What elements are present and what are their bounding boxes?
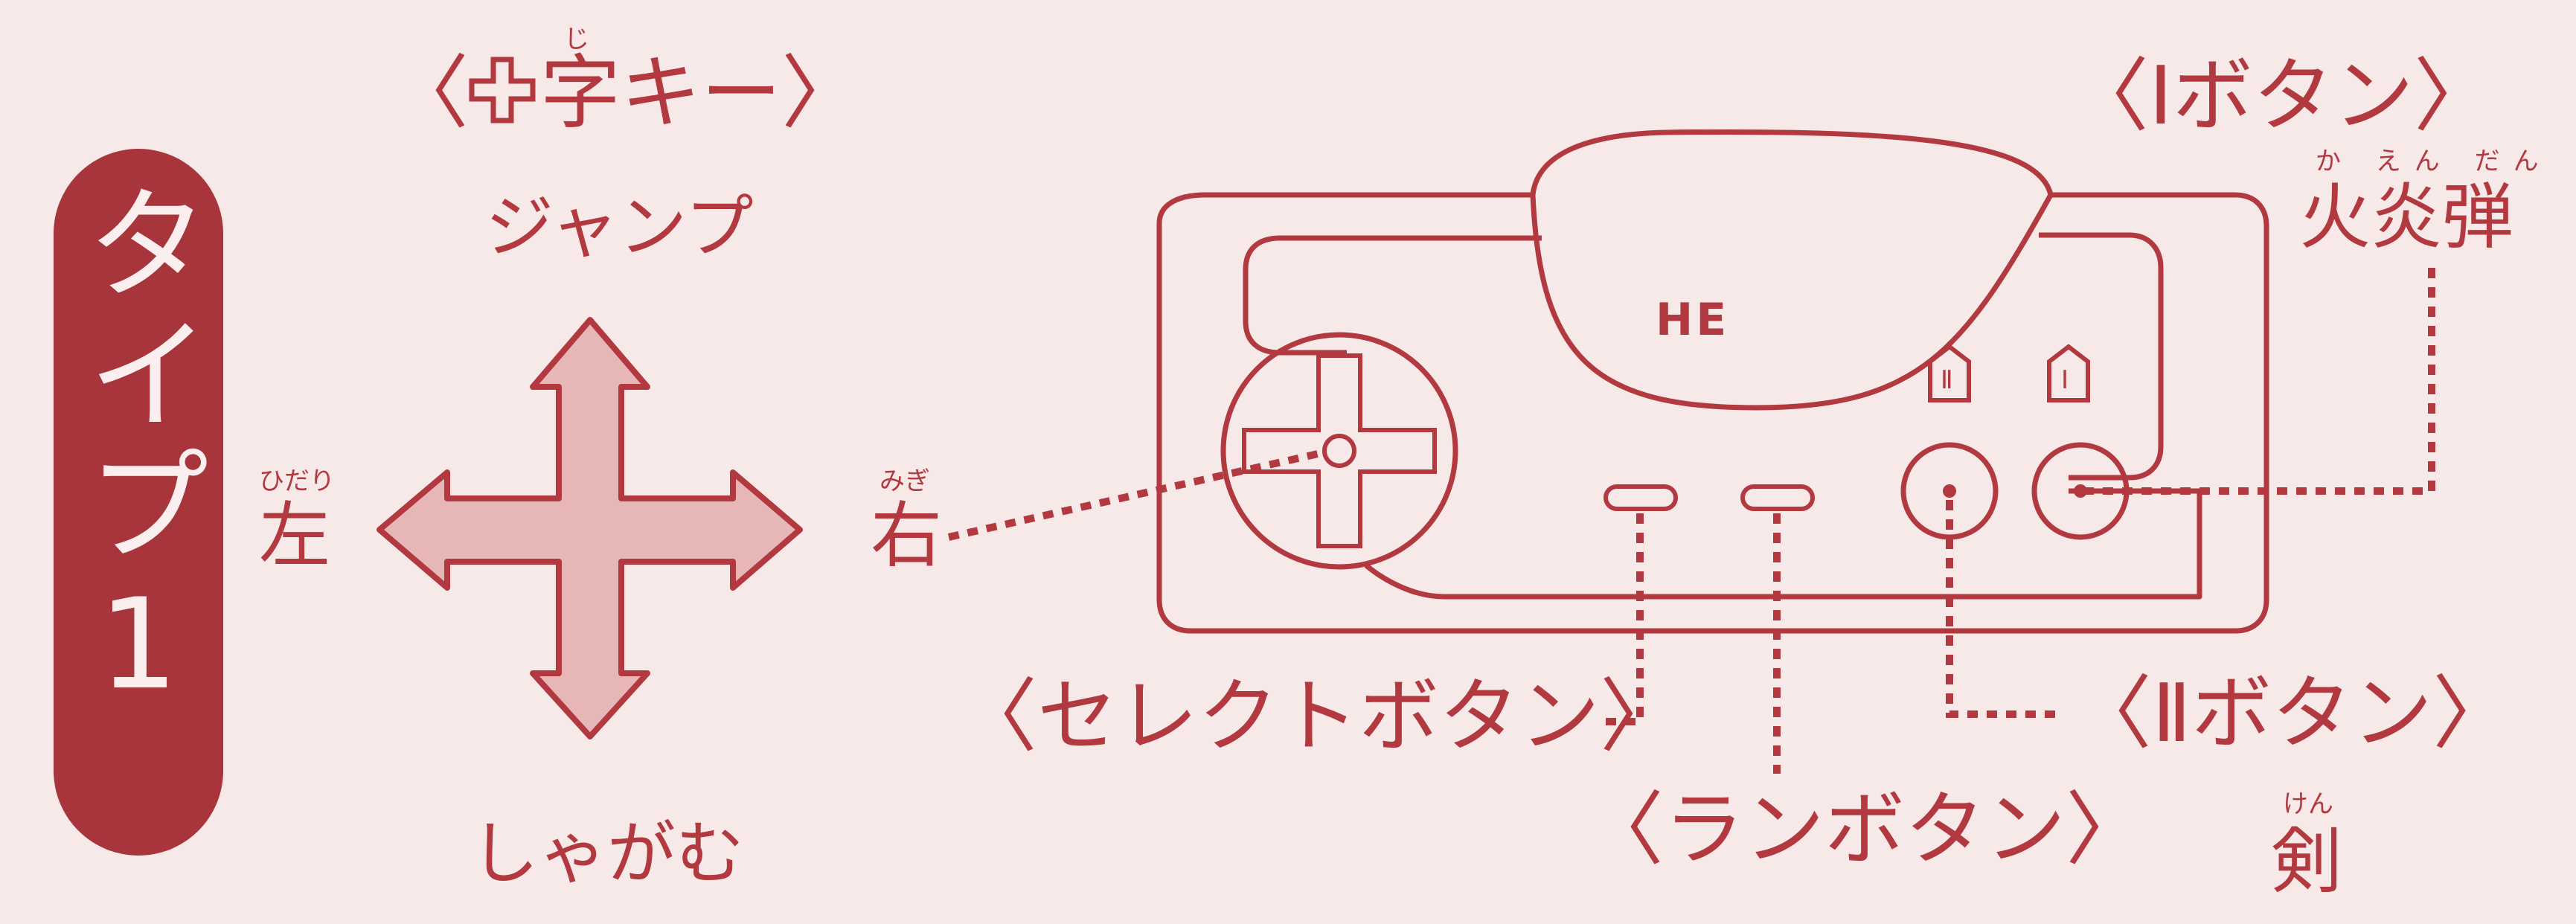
dpad-up-label: ジャンプ — [485, 187, 754, 267]
button-2-action-ruby: けん — [2283, 789, 2333, 819]
console-logo: HE — [1656, 294, 1730, 346]
button-2-action: 剣 — [2271, 820, 2342, 903]
type-badge: タイプ1 — [54, 149, 223, 856]
button-1-label: 〈Ⅰボタン〉 — [2069, 50, 2494, 143]
leader-right — [947, 449, 1326, 541]
button-1-mark: Ⅰ — [2061, 365, 2069, 395]
dpad-title-ruby: じ — [564, 25, 589, 54]
select-button-slot — [1603, 484, 1678, 511]
console-dpad-icon — [1242, 353, 1437, 548]
run-button-label: 〈ランボタン〉 — [1583, 783, 2147, 876]
button-1-action: 火炎弾 — [2299, 176, 2513, 259]
leader-button-2 — [1946, 500, 2061, 718]
button-2-label: 〈Ⅱボタン〉 — [2072, 667, 2513, 760]
console-body — [1156, 129, 2269, 634]
button-2-mark: Ⅱ — [1941, 365, 1953, 395]
dpad-left-label: 左 — [259, 494, 330, 577]
button-1-mark-icon — [2047, 344, 2090, 402]
console-cartridge-bump — [1530, 193, 2054, 411]
plus-icon — [469, 57, 536, 123]
dpad-title: 〈 字キー〉 — [388, 47, 862, 140]
button-2-circle — [1900, 442, 1999, 540]
leader-button-1 — [2083, 268, 2435, 495]
run-button-slot — [1740, 484, 1815, 511]
type-label: タイプ1 — [65, 179, 211, 723]
button-2-mark-icon — [1928, 344, 1971, 402]
console-dpad-ring — [1220, 332, 1458, 570]
dpad-right-ruby: みぎ — [880, 466, 930, 496]
dpad-cross-arrow-icon — [377, 317, 803, 739]
dpad-left-ruby: ひだり — [259, 466, 335, 496]
select-button-label: 〈セレクトボタン〉 — [957, 670, 1681, 763]
button-1-action-ruby: か えん だん — [2316, 147, 2552, 176]
dpad-down-label: しゃがむ — [470, 814, 745, 893]
console-inner-panel — [1243, 232, 2202, 600]
leader-select — [1600, 513, 1644, 725]
dpad-right-label: 右 — [871, 494, 942, 577]
